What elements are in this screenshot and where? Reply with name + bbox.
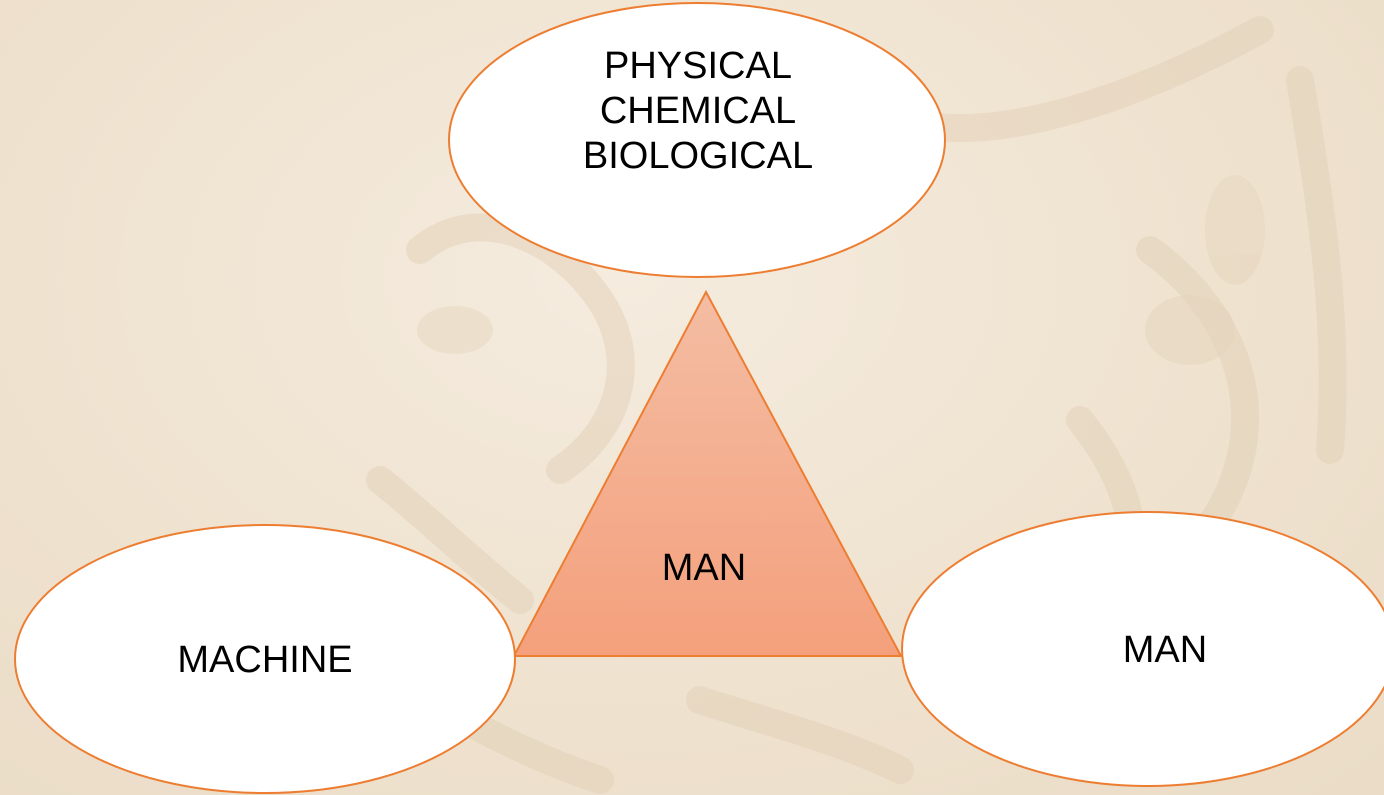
top-node-line-biological: BIOLOGICAL (498, 134, 898, 179)
top-node-line-physical: PHYSICAL (498, 44, 898, 89)
right-node-label: MAN (1030, 628, 1300, 673)
center-node-label: MAN (604, 546, 804, 591)
top-node-label: PHYSICAL CHEMICAL BIOLOGICAL (498, 44, 898, 179)
top-node-line-chemical: CHEMICAL (498, 89, 898, 134)
left-node-label: MACHINE (110, 638, 420, 683)
center-triangle (514, 292, 901, 656)
